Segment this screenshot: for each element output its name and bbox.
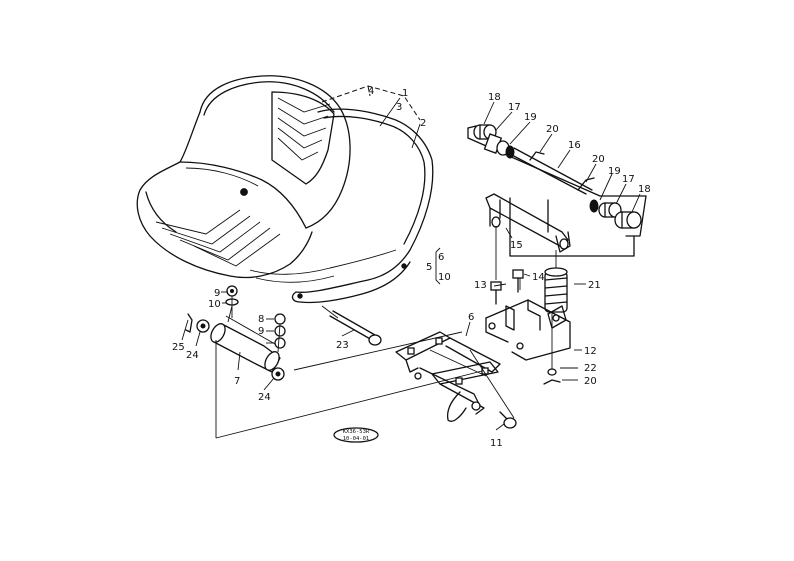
callout-9-right: 9 (258, 326, 264, 337)
callout-13: 13 (474, 280, 487, 291)
part-7-tube (210, 315, 283, 373)
callout-10-bracket: 10 (438, 272, 451, 283)
callout-4: 4 (368, 86, 374, 97)
callout-18-right: 18 (638, 184, 651, 195)
callout-24-left: 24 (186, 350, 199, 361)
callout-24-right: 24 (258, 392, 271, 403)
callout-2: 2 (420, 118, 426, 129)
callout-20-mid: 20 (592, 154, 605, 165)
callout-25: 25 (172, 342, 185, 353)
drawing-id-stamp: KX36-53R 10-04-01 (333, 427, 379, 443)
right-bushing-set (589, 199, 642, 229)
callout-8: 8 (258, 314, 264, 325)
stamp-line-2: 10-04-01 (343, 436, 370, 442)
callout-1: 1 (402, 88, 408, 99)
callout-22: 22 (584, 363, 597, 374)
callout-11: 11 (490, 438, 503, 449)
callout-17-right: 17 (622, 174, 635, 185)
callout-9-left: 9 (214, 288, 220, 299)
callout-6: 6 (468, 312, 474, 323)
callout-15: 15 (510, 240, 523, 251)
part-14-bolt (512, 269, 524, 293)
part-6-slide-rail (395, 331, 501, 422)
callout-10-left: 10 (208, 299, 221, 310)
callout-20-bottom: 20 (584, 376, 597, 387)
callout-14: 14 (532, 272, 545, 283)
part-12-bracket (485, 299, 571, 361)
callout-20-top: 20 (546, 124, 559, 135)
callout-7: 7 (234, 376, 240, 387)
callout-21: 21 (588, 280, 601, 291)
callout-19-right: 19 (608, 166, 621, 177)
stamp-line-1: KX36-53R (343, 429, 370, 435)
part-11-bolt (499, 411, 517, 429)
seat-cushion (136, 75, 351, 279)
callout-23: 23 (336, 340, 349, 351)
seat-pan (249, 108, 434, 304)
part-16-shaft (509, 147, 593, 195)
callout-3: 3 (396, 102, 402, 113)
callout-16: 16 (568, 140, 581, 151)
callout-19-left: 19 (524, 112, 537, 123)
part-21-spring (544, 267, 568, 313)
callout-12: 12 (584, 346, 597, 357)
left-bushing-set (473, 124, 515, 159)
part-23-bolt (329, 310, 382, 346)
callout-18-left: 18 (488, 92, 501, 103)
callout-6-bracket: 6 (438, 252, 444, 263)
part-15-arm (485, 193, 571, 253)
left-nuts-washers (185, 285, 286, 381)
callout-labels: 1 2 3 4 5 6 6 7 8 9 9 10 10 11 12 13 14 … (172, 86, 651, 449)
callout-5: 5 (426, 262, 432, 273)
callout-17-left: 17 (508, 102, 521, 113)
